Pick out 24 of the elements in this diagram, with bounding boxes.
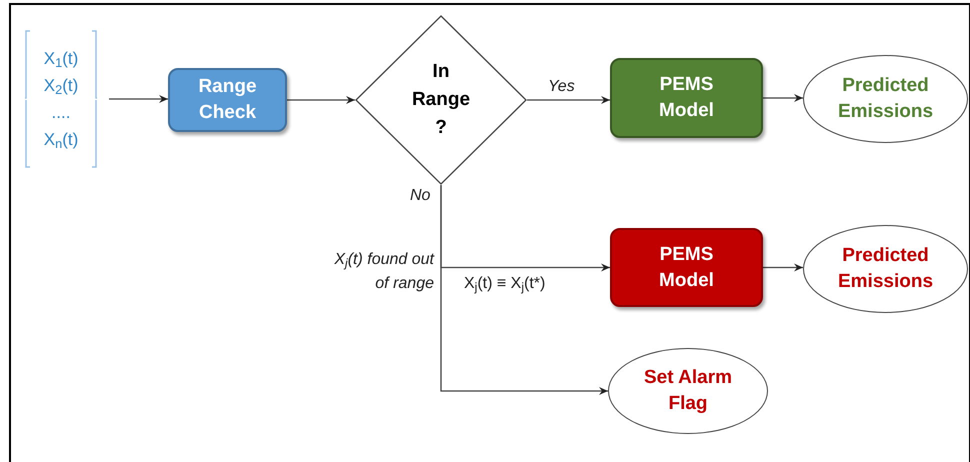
arrow — [287, 96, 355, 104]
process-box — [610, 58, 763, 138]
process-box — [168, 68, 287, 132]
arrow — [109, 95, 168, 103]
node-label: PEMS Model — [658, 242, 715, 292]
note-text: X$_{j}$(t) found out of range — [333, 250, 434, 294]
node-label: Range Check — [197, 75, 258, 125]
variable-label: X$_{n}$(t) — [44, 129, 78, 153]
node-label: PEMS Model — [658, 73, 715, 123]
node-label: Set Alarm Flag — [643, 366, 733, 416]
arrow — [763, 94, 803, 102]
node-label: In Range ? — [411, 60, 471, 140]
arrow — [763, 264, 803, 272]
node-label: Predicted Emissions — [836, 74, 934, 124]
variable-label: X$_{2}$(t) — [44, 75, 78, 99]
input-bracket — [25, 30, 97, 168]
arrow — [527, 96, 610, 104]
decision-diamond — [355, 15, 527, 185]
variable-label: X$_{1}$(t) — [44, 48, 78, 72]
node-label: Predicted Emissions — [836, 244, 934, 294]
process-box — [610, 228, 763, 307]
arrow — [440, 185, 608, 395]
variable-label: .... — [52, 102, 70, 124]
branch-label: No — [410, 186, 430, 206]
